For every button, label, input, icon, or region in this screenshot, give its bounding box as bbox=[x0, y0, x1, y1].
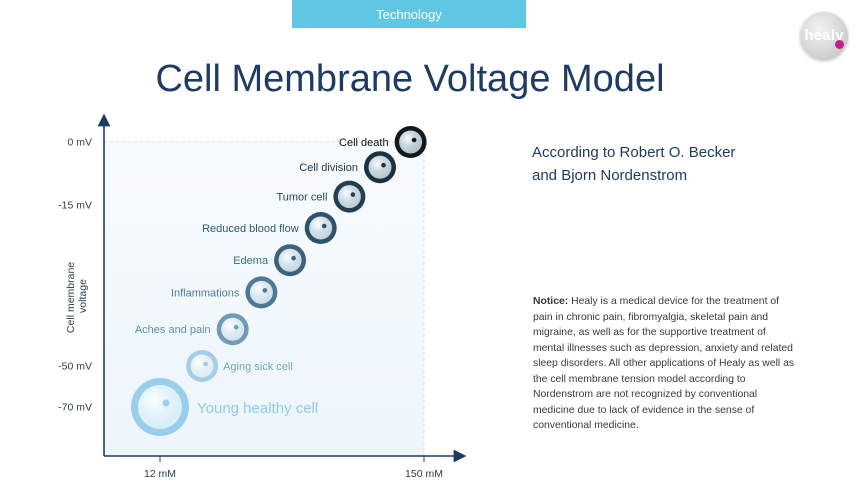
cell-point: Cell division bbox=[299, 151, 396, 184]
y-axis-label-line2: voltage bbox=[77, 279, 89, 313]
tab-technology-label: Technology bbox=[376, 6, 442, 22]
y-tick-label: 0 mV bbox=[67, 137, 92, 149]
cell-nucleus bbox=[350, 192, 356, 197]
cell-label: Reduced blood flow bbox=[202, 223, 299, 235]
y-tick-label: -15 mV bbox=[58, 200, 92, 212]
cell-nucleus bbox=[262, 288, 268, 293]
attribution-line2: and Bjorn Nordenstrom bbox=[532, 167, 688, 184]
cell-nucleus bbox=[162, 399, 170, 407]
notice-label: Notice: bbox=[533, 296, 569, 307]
healy-logo-text: healy bbox=[804, 27, 844, 44]
x-tick-label: 12 mM bbox=[144, 468, 176, 480]
cell-label: Aging sick cell bbox=[223, 361, 293, 373]
cell-point: Edema bbox=[233, 244, 307, 277]
cell-label: Aches and pain bbox=[135, 324, 211, 336]
cell-nucleus bbox=[411, 137, 417, 143]
cell-point: Cell death bbox=[339, 126, 427, 158]
tab-technology[interactable]: Technology bbox=[292, 0, 526, 28]
cell-label: Inflammations bbox=[171, 287, 240, 299]
cell-nucleus bbox=[203, 361, 208, 367]
cell-voltage-chart: Cell membrane voltage 0 mV -15 mV -50 mV -7… bbox=[58, 113, 467, 480]
cell-nucleus bbox=[291, 255, 296, 261]
cell-point: Aging sick cell bbox=[186, 350, 293, 382]
x-tick-label: 150 mM bbox=[405, 468, 443, 480]
attribution-line1: According to Robert O. Becker bbox=[532, 144, 736, 161]
cell-point: Aches and pain bbox=[135, 313, 249, 346]
cell-nucleus bbox=[321, 223, 327, 229]
y-tick-label: -70 mV bbox=[58, 402, 92, 414]
y-axis-label-line1: Cell membrane bbox=[65, 262, 77, 333]
cell-label: Cell death bbox=[339, 137, 389, 149]
attribution: According to Robert O. Becker and Bjorn … bbox=[532, 141, 832, 187]
cell-label: Young healthy cell bbox=[197, 400, 318, 417]
cell-point: Young healthy cell bbox=[131, 378, 318, 436]
healy-logo: healy bbox=[800, 12, 848, 60]
cell-label: Cell division bbox=[299, 162, 358, 174]
notice-text: Notice: Healy is a medical device for th… bbox=[533, 294, 795, 434]
cell-nucleus bbox=[233, 324, 239, 330]
cell-point: Tumor cell bbox=[276, 180, 366, 213]
y-axis-label: Cell membrane voltage bbox=[65, 259, 89, 333]
cell-label: Edema bbox=[233, 255, 269, 267]
cell-label: Tumor cell bbox=[276, 192, 327, 204]
page-title: Cell Membrane Voltage Model bbox=[155, 58, 665, 100]
logo-dot-icon bbox=[835, 40, 844, 49]
cell-nucleus bbox=[381, 162, 386, 168]
notice-body: Healy is a medical device for the treatm… bbox=[533, 296, 795, 431]
cell-point: Reduced blood flow bbox=[202, 212, 337, 244]
cell-point: Inflammations bbox=[171, 276, 278, 309]
y-tick-label: -50 mV bbox=[58, 361, 92, 373]
